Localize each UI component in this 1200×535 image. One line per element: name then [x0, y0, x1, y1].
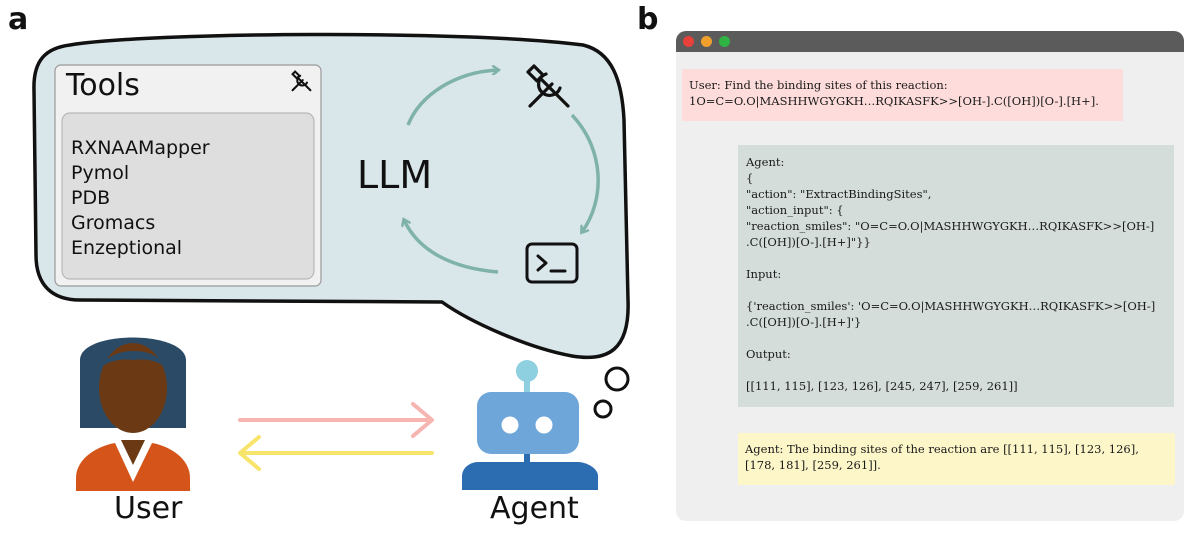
- cycle-arrow-right: [570, 113, 600, 232]
- agent-label: Agent: [490, 491, 579, 526]
- tool-item: Pymol: [71, 162, 129, 184]
- cycle-arrow-top: [406, 70, 498, 126]
- wrench-screwdriver-icon: [526, 64, 570, 108]
- tool-item: PDB: [71, 187, 110, 209]
- thought-bubble-dot-small: [593, 399, 613, 419]
- window-titlebar: [676, 31, 1184, 52]
- tools-list-box: [61, 112, 315, 280]
- agent-answer-message: Agent: The binding sites of the reaction…: [738, 433, 1175, 485]
- terminal-icon: [525, 242, 579, 284]
- close-window-button[interactable]: [683, 36, 694, 47]
- cycle-arrow-bottom: [404, 220, 499, 274]
- user-label: User: [114, 491, 183, 526]
- minimize-window-button[interactable]: [701, 36, 712, 47]
- user-message: User: Find the binding sites of this rea…: [682, 69, 1123, 121]
- agent-tool-call-message: Agent: { "action": "ExtractBindingSites"…: [738, 145, 1174, 407]
- arrow-to-user: [238, 435, 434, 471]
- maximize-window-button[interactable]: [719, 36, 730, 47]
- wrench-screwdriver-icon: [291, 70, 312, 92]
- arrow-to-agent: [238, 402, 434, 438]
- tool-item: Enzeptional: [71, 237, 182, 259]
- panel-letter-a: a: [8, 2, 29, 37]
- agent-robot: [462, 360, 598, 490]
- llm-label: LLM: [357, 153, 432, 197]
- chat-window: User: Find the binding sites of this rea…: [676, 31, 1184, 521]
- panel-letter-b: b: [637, 2, 659, 37]
- thought-bubble-dot-large: [604, 366, 630, 392]
- tool-item: Gromacs: [71, 212, 155, 234]
- user-avatar: [76, 337, 190, 491]
- tools-title: Tools: [65, 68, 140, 103]
- tool-item: RXNAAMapper: [71, 137, 210, 159]
- agent-diagram: Tools RXNAAMapper Pymol PDB Gromacs Enze…: [32, 32, 630, 526]
